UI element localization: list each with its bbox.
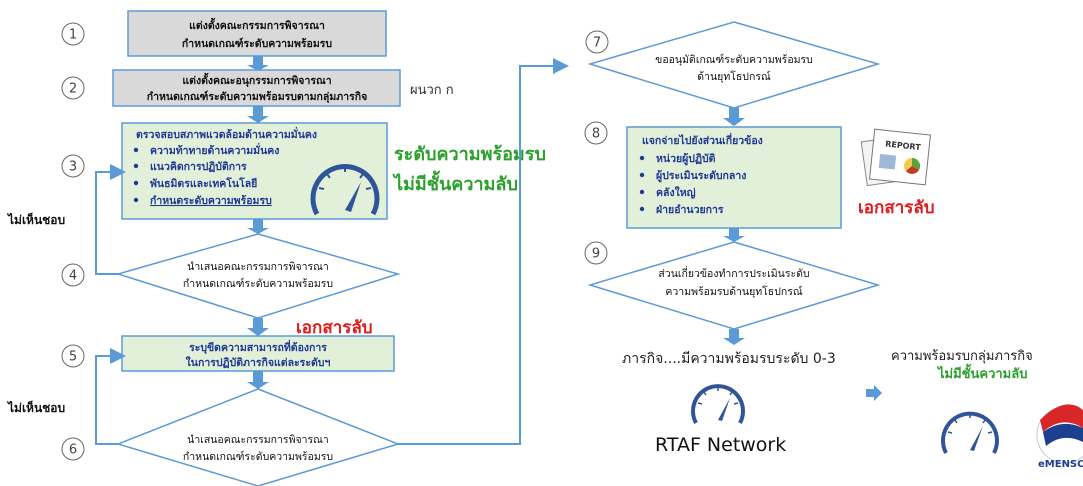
step-4-line2: กำหนดเกณฑ์ระดับความพร้อมรบ (183, 277, 333, 290)
emenscr-logo: eMENSCR (1036, 404, 1083, 470)
step-1-number (61, 22, 85, 46)
step-8-number (584, 121, 608, 145)
step-7-number (585, 30, 609, 54)
group-unclassified-label: ไม่มีชั้นความลับ (936, 363, 1027, 382)
step-2-box (112, 69, 401, 107)
unclassified-label: ไม่มีชั้นความลับ (392, 170, 518, 195)
step-7-line1: ขออนุมัติเกณฑ์ระดับความพร้อมรบ (655, 53, 813, 66)
step-2-line1: แต่งตั้งคณะอนุกรรมการพิจารณา (182, 72, 331, 88)
step-2-num-text: 2 (69, 82, 77, 97)
step-3-bullet-1: ความท้าทายด้านความมั่นคง (150, 142, 279, 157)
step-5-box (121, 335, 395, 372)
report-word: REPORT (885, 139, 922, 152)
step-4-line1: นำเสนอคณะกรรมการพิจารณา (187, 261, 329, 273)
emenscr-logo-text: eMENSCR (1038, 459, 1083, 470)
step-1-line1: แต่งตั้งคณะกรรมการพิจารณา (189, 17, 325, 32)
gauge-icon (310, 164, 380, 216)
connector-6-to-7 (398, 58, 569, 445)
step-6-diamond (115, 388, 401, 486)
not-agree-label-2: ไม่เห็นชอบ (6, 400, 65, 415)
step-4-number (61, 263, 85, 287)
step-5-num-text: 5 (69, 350, 77, 365)
step-7-diamond (587, 21, 881, 109)
step-3-bullets: ความท้าทายด้านความมั่นคง แนวคิดการปฏิบัต… (133, 142, 279, 207)
step-1-num-text: 1 (69, 28, 77, 43)
step-3-bullet-2: แนวคิดการปฏิบัติการ (150, 161, 247, 173)
reject-loop-2 (95, 348, 126, 445)
step-8-bullet-4: ฝ่ายอำนวยการ (656, 204, 724, 216)
readiness-level-label: ระดับความพร้อมรบ (394, 144, 546, 165)
step-7-num-text: 7 (593, 36, 601, 51)
step-7-line2: ด้านยุทโธปกรณ์ (697, 70, 771, 83)
step-1-line2: กำหนดเกณฑ์ระดับความพร้อมรบ (182, 37, 333, 50)
step-8-box (626, 126, 842, 229)
step-9-diamond (587, 241, 881, 330)
step-2-line2: กำหนดเกณฑ์ระดับความพร้อมรบตามกลุ่มภารกิจ (147, 90, 368, 104)
step-9-num-text: 9 (592, 247, 600, 262)
flow-arrows-right (723, 107, 882, 401)
step-3-bullet-3: พันธมิตรและเทคโนโลยี (150, 177, 257, 190)
group-gauge-icon (941, 411, 999, 454)
step-4-diamond (115, 233, 401, 319)
step-9-line2: ความพร้อมรบด้านยุทโธปกรณ์ (665, 285, 803, 298)
step-6-line2: กำหนดเกณฑ์ระดับความพร้อมรบ (183, 450, 333, 463)
step-9-line1: ส่วนเกี่ยวข้องทำการประเมินระดับ (658, 266, 809, 280)
flow-arrows-left (247, 56, 269, 389)
group-readiness-label: ความพร้อมรบกลุ่มภารกิจ (891, 349, 1033, 364)
step-3-num-text: 3 (69, 160, 77, 175)
step-3-bullet-4: กำหนดระดับความพร้อมรบ (150, 194, 272, 207)
step-8-bullets: หน่วยผู้ปฏิบัติ ผู้ประเมินระดับกลาง คลัง… (639, 152, 746, 216)
not-agree-label-1: ไม่เห็นชอบ (6, 212, 65, 227)
network-gauge-icon (691, 384, 745, 424)
step-8-title: แจกจ่ายไปยังส่วนเกี่ยวข้อง (642, 132, 763, 147)
step-5-line1: ระบุขีดความสามารถที่ต้องการ (189, 339, 327, 355)
report-icon: REPORT (860, 128, 932, 187)
step-6-num-text: 6 (69, 443, 77, 458)
step-6-number (61, 437, 85, 461)
secret-doc-label-1: เอกสารลับ (296, 318, 373, 338)
secret-doc-label-2: เอกสารลับ (858, 198, 935, 218)
step-9-number (584, 241, 608, 265)
step-3-number (61, 154, 85, 178)
step-2-number (61, 76, 85, 100)
mission-readiness-label: ภารกิจ....มีความพร้อมรบระดับ 0-3 (622, 351, 836, 367)
step-8-num-text: 8 (592, 127, 600, 142)
step-8-bullet-3: คลังใหญ่ (656, 185, 696, 199)
step-3-box (121, 122, 388, 220)
step-3-title: ตรวจสอบสภาพแวดล้อมด้านความมั่นคง (136, 126, 317, 141)
rtaf-network-label: RTAF Network (655, 434, 786, 456)
step-8-bullet-1: หน่วยผู้ปฏิบัติ (656, 152, 716, 166)
annex-label: ผนวก ก (410, 83, 454, 98)
step-8-bullet-2: ผู้ประเมินระดับกลาง (656, 169, 746, 183)
reject-loop-1 (95, 164, 126, 275)
step-4-num-text: 4 (69, 269, 77, 284)
step-6-line1: นำเสนอคณะกรรมการพิจารณา (187, 434, 329, 446)
step-5-line2: ในการปฏิบัติภารกิจแต่ละระดับฯ (186, 355, 331, 369)
step-5-number (61, 344, 85, 368)
step-1-box (127, 10, 387, 57)
